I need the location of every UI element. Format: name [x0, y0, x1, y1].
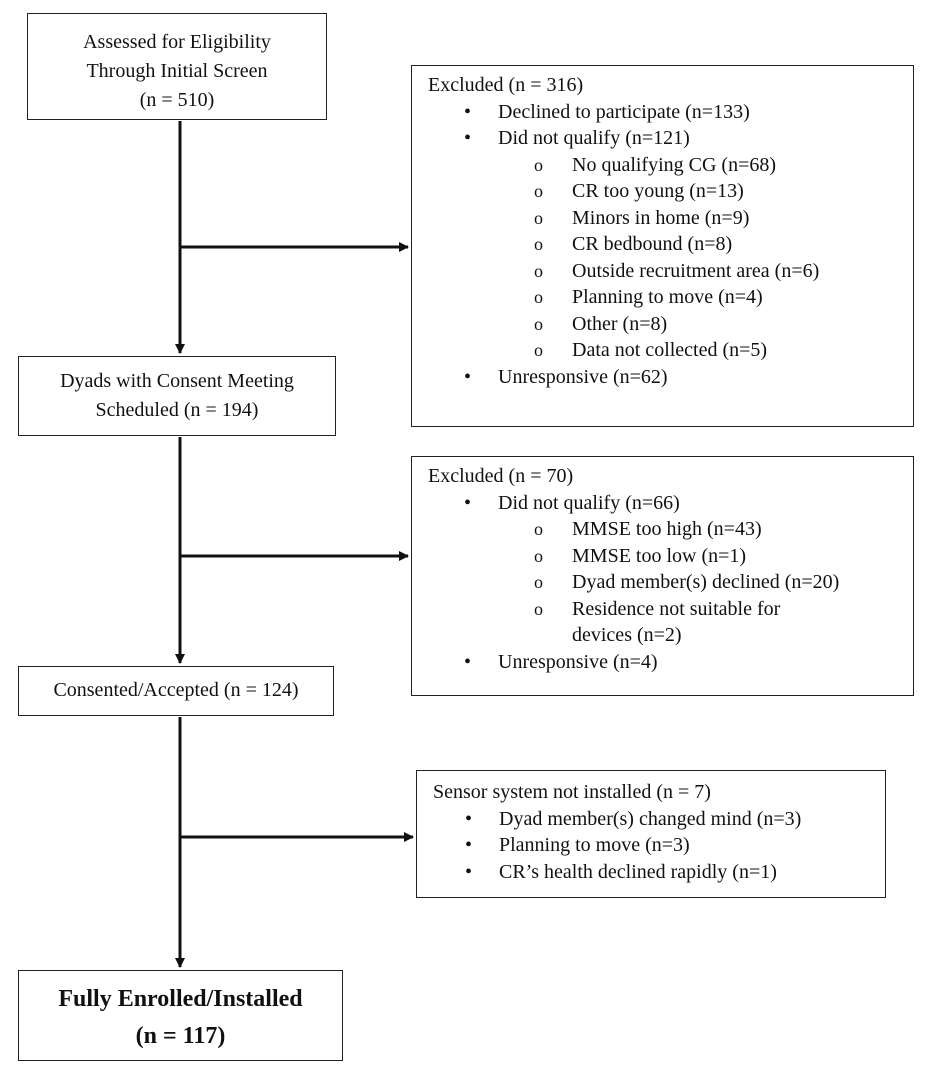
exclusion-2-subitem: MMSE too high (n=43) [534, 516, 913, 543]
exclusion-3-item: Dyad member(s) changed mind (n=3) [465, 806, 885, 833]
step-consent-scheduled-box: Dyads with Consent Meeting Scheduled (n … [18, 356, 336, 436]
exclusion-2-subitem-line2: devices (n=2) [572, 624, 682, 646]
exclusion-box-3: Sensor system not installed (n = 7) Dyad… [416, 770, 886, 898]
exclusion-1-subitem: Planning to move (n=4) [534, 284, 913, 311]
exclusion-3-item: CR’s health declined rapidly (n=1) [465, 859, 885, 886]
exclusion-1-item: Did not qualify (n=121) [464, 125, 913, 152]
exclusion-1-subitem: Other (n=8) [534, 311, 913, 338]
exclusion-3-item: Planning to move (n=3) [465, 832, 885, 859]
exclusion-2-subitem: Residence not suitable for devices (n=2) [534, 596, 913, 649]
exclusion-1-item: Unresponsive (n=62) [464, 364, 913, 391]
exclusion-3-list: Dyad member(s) changed mind (n=3) Planni… [433, 806, 885, 886]
step-enrolled-box: Fully Enrolled/Installed (n = 117) [18, 970, 343, 1061]
exclusion-1-list: Declined to participate (n=133) Did not … [428, 99, 913, 152]
step-consented-label: Consented/Accepted (n = 124) [53, 679, 299, 701]
exclusion-1-subitem: CR bedbound (n=8) [534, 231, 913, 258]
exclusion-1-subitem: Minors in home (n=9) [534, 205, 913, 232]
step-assessed-line3: (n = 510) [139, 89, 215, 111]
exclusion-2-item: Unresponsive (n=4) [464, 649, 913, 676]
step-consented-box: Consented/Accepted (n = 124) [18, 666, 334, 716]
step-assessed-line2: Through Initial Screen [86, 60, 268, 82]
exclusion-1-subitem: Outside recruitment area (n=6) [534, 258, 913, 285]
exclusion-1-subitem: No qualifying CG (n=68) [534, 152, 913, 179]
exclusion-2-subitem: Dyad member(s) declined (n=20) [534, 569, 913, 596]
step-assessed-line1: Assessed for Eligibility [83, 31, 271, 53]
step-assessed-box: Assessed for Eligibility Through Initial… [27, 13, 327, 120]
step-consent-line2: Scheduled (n = 194) [95, 399, 259, 421]
exclusion-3-title: Sensor system not installed (n = 7) [433, 781, 711, 803]
exclusion-2-subitem: MMSE too low (n=1) [534, 543, 913, 570]
step-enrolled-line1: Fully Enrolled/Installed [58, 986, 303, 1012]
exclusion-1-list-tail: Unresponsive (n=62) [428, 364, 913, 391]
step-enrolled-line2: (n = 117) [135, 1023, 226, 1049]
exclusion-1-subitem: CR too young (n=13) [534, 178, 913, 205]
exclusion-box-2: Excluded (n = 70) Did not qualify (n=66)… [411, 456, 914, 696]
exclusion-1-item: Declined to participate (n=133) [464, 99, 913, 126]
exclusion-2-subitem-line1: Residence not suitable for [572, 597, 781, 620]
exclusion-2-title: Excluded (n = 70) [428, 465, 574, 487]
exclusion-box-1: Excluded (n = 316) Declined to participa… [411, 65, 914, 427]
exclusion-2-list-tail: Unresponsive (n=4) [428, 649, 913, 676]
exclusion-2-list: Did not qualify (n=66) [428, 490, 913, 517]
step-consent-line1: Dyads with Consent Meeting [60, 370, 294, 392]
exclusion-2-item: Did not qualify (n=66) [464, 490, 913, 517]
exclusion-1-subitem: Data not collected (n=5) [534, 337, 913, 364]
exclusion-1-sublist: No qualifying CG (n=68) CR too young (n=… [428, 152, 913, 364]
exclusion-1-title: Excluded (n = 316) [428, 74, 584, 96]
exclusion-2-sublist: MMSE too high (n=43) MMSE too low (n=1) … [428, 516, 913, 649]
